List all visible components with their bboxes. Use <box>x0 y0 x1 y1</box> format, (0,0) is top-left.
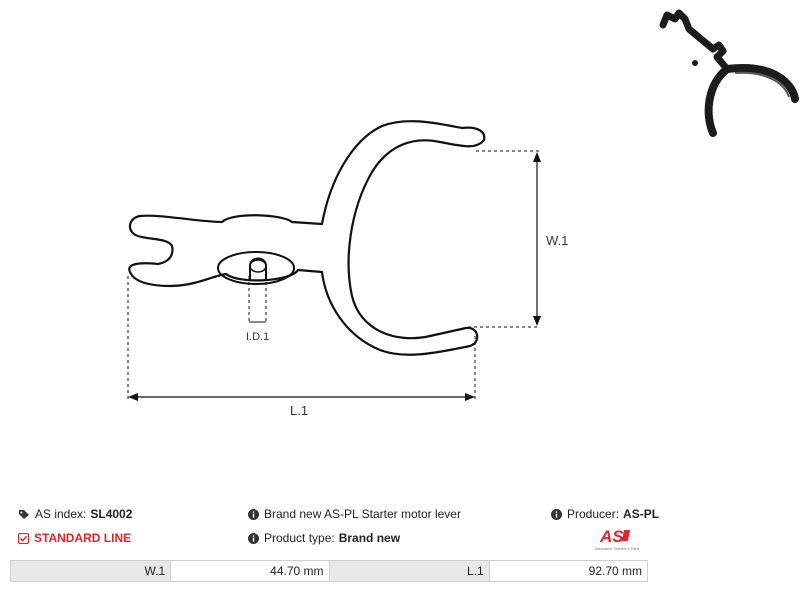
as-index: AS index: SL4002 <box>18 507 132 521</box>
lever-outline <box>128 120 486 356</box>
svg-text:Alternators, Starters & Parts: Alternators, Starters & Parts <box>595 547 640 551</box>
technical-drawing: I.D.1 W.1 L.1 <box>127 120 568 418</box>
spec-key-w1: W.1 <box>9 560 172 582</box>
product-photo <box>659 9 799 137</box>
as-index-value: SL4002 <box>90 507 133 521</box>
spec-value-w1: 44.70 mm <box>170 560 330 582</box>
info-icon <box>248 508 259 520</box>
product-type: Product type: Brand new <box>248 531 400 545</box>
product-description: Brand new AS-PL Starter motor lever <box>248 507 461 521</box>
tag-icon <box>19 509 29 519</box>
id-dimension-label: I.D.1 <box>246 331 269 343</box>
check-square-icon <box>18 532 29 544</box>
svg-text:AS: AS <box>599 527 624 546</box>
length-dimension-label: L.1 <box>290 403 308 418</box>
producer: Producer: AS-PL <box>551 507 659 521</box>
pivot-boss <box>217 251 295 285</box>
standard-line-badge: STANDARD LINE <box>18 531 131 545</box>
info-icon <box>551 508 562 520</box>
as-pl-logo: AS Alternators, Starters & Parts <box>595 527 640 551</box>
info-icon <box>248 532 259 544</box>
width-dimension-label: W.1 <box>546 233 568 248</box>
spec-value-l1: 92.70 mm <box>488 560 649 582</box>
producer-value: AS-PL <box>623 507 660 521</box>
product-type-value: Brand new <box>338 531 401 545</box>
spec-key-l1: L.1 <box>328 560 490 582</box>
table-row: W.1 44.70 mm L.1 92.70 mm <box>9 560 649 582</box>
spec-table: W.1 44.70 mm L.1 92.70 mm <box>9 560 649 582</box>
